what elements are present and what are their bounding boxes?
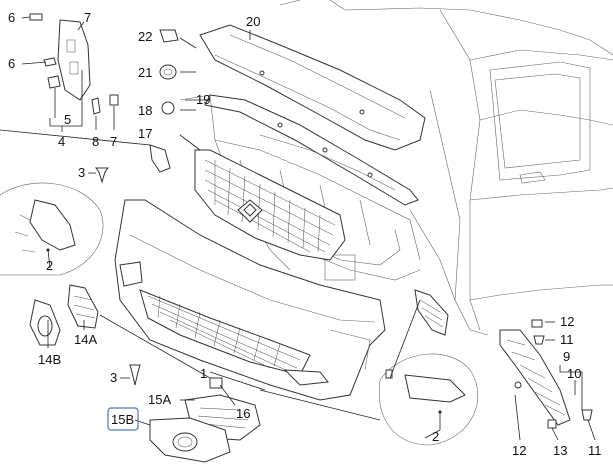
callout-10: 10 bbox=[567, 366, 581, 381]
callout-3-bottom: 3 bbox=[110, 370, 117, 385]
callout-13: 13 bbox=[553, 443, 567, 458]
callout-15b: 15B bbox=[111, 412, 134, 427]
callout-1: 1 bbox=[200, 366, 207, 381]
callout-21: 21 bbox=[138, 65, 152, 80]
callout-3-top: 3 bbox=[78, 165, 85, 180]
callout-18: 18 bbox=[138, 103, 152, 118]
callout-7-top: 7 bbox=[84, 10, 91, 25]
front-grille bbox=[194, 149, 346, 261]
fog-bezel-14b bbox=[29, 299, 61, 346]
leader-lines bbox=[0, 16, 596, 441]
vehicle-body-outline bbox=[279, 0, 613, 336]
callout-12-right: 12 bbox=[560, 314, 574, 329]
side-bracket bbox=[499, 329, 571, 426]
callout-2-bottom: 2 bbox=[432, 429, 439, 444]
callout-5: 5 bbox=[64, 112, 71, 127]
fasteners-right bbox=[209, 319, 593, 429]
callout-17: 17 bbox=[138, 126, 152, 141]
callout-15b-highlight-box bbox=[107, 407, 139, 431]
callout-11-right: 11 bbox=[560, 332, 574, 347]
callout-6-mid: 6 bbox=[8, 56, 15, 71]
callout-22: 22 bbox=[138, 29, 152, 44]
callout-14b: 14B bbox=[38, 352, 61, 367]
side-mount-bracket bbox=[57, 19, 91, 101]
callout-9: 9 bbox=[563, 349, 570, 364]
callout-16: 16 bbox=[236, 406, 250, 421]
callout-2-left: 2 bbox=[46, 258, 53, 273]
callout-8: 8 bbox=[92, 134, 99, 149]
callout-labels: 6 7 6 5 4 8 7 22 21 18 17 19 20 3 2 14B … bbox=[8, 10, 602, 458]
bumper-bracket-right bbox=[414, 289, 449, 336]
callout-14a: 14A bbox=[74, 332, 97, 347]
callout-7-bottom: 7 bbox=[110, 134, 117, 149]
fog-bezel-14a bbox=[67, 284, 99, 329]
callout-4: 4 bbox=[58, 134, 65, 149]
fog-bezel-15b bbox=[149, 417, 231, 463]
cowl-panel bbox=[199, 24, 426, 151]
front-bumper bbox=[114, 199, 386, 401]
callout-15a: 15A bbox=[148, 392, 171, 407]
callout-12-bottom: 12 bbox=[512, 443, 526, 458]
callout-6-top: 6 bbox=[8, 10, 15, 25]
callout-20: 20 bbox=[246, 14, 260, 29]
detail-inset-right bbox=[378, 353, 479, 446]
callout-19: 19 bbox=[196, 92, 210, 107]
callout-11-bottom: 11 bbox=[588, 443, 602, 458]
fasteners-left bbox=[29, 13, 179, 386]
